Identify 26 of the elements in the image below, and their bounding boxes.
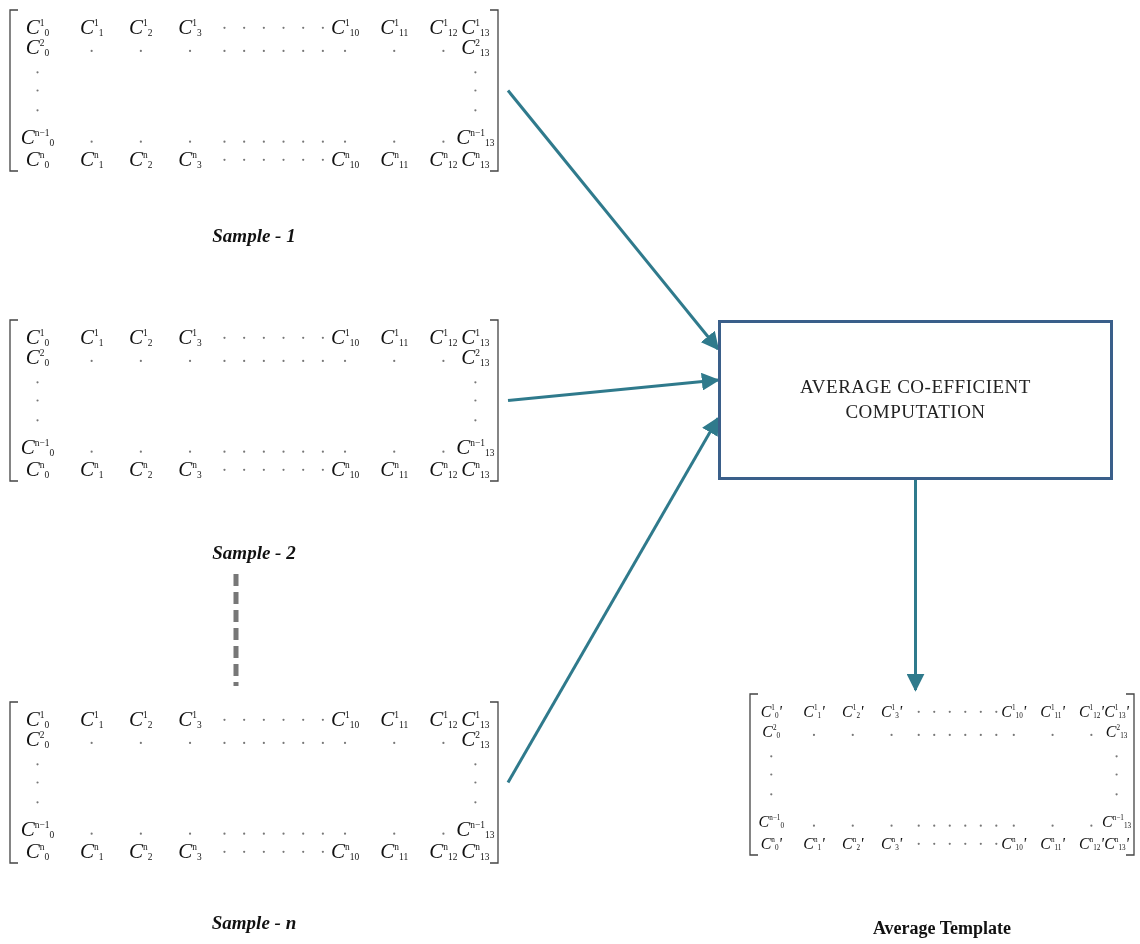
matrix-entry: C$^{1}$$_{10}$' <box>1001 703 1027 721</box>
matrix-entry: C$^{n}$$_{11}$' <box>1040 835 1065 853</box>
matrix-entry: C$^{n}$$_{2}$' <box>842 835 864 853</box>
matrix-entry: C$^{n}$$_{10}$' <box>1001 835 1027 853</box>
matrix-entry: C$^{1}$$_{13}$' <box>1104 703 1130 721</box>
matrix-caption: Sample - 2 <box>212 542 296 564</box>
matrix-entry: C$^{n}$$_{12}$' <box>1078 835 1104 853</box>
process-box <box>718 320 1113 480</box>
matrix-entry: C$^{n}$$_{1}$' <box>803 835 825 853</box>
matrix-entry: C$^{1}$$_{3}$' <box>880 703 903 721</box>
matrix-entry: C$^{n}$$_{0}$' <box>760 835 782 853</box>
matrix-entry: C$^{1}$$_{11}$' <box>1040 703 1065 721</box>
arrow <box>507 372 720 402</box>
matrix-entry: C$^{n}$$_{13}$' <box>1104 835 1130 853</box>
arrow <box>906 480 925 692</box>
arrow <box>506 416 720 784</box>
arrow <box>506 89 720 351</box>
process-label: AVERAGE CO-EFFICIENT COMPUTATION <box>799 375 1032 424</box>
matrix-caption: Average Template <box>872 918 1012 939</box>
matrix-entry: C$^{1}$$_{0}$' <box>760 703 782 721</box>
matrix-entry: C$^{1}$$_{1}$' <box>803 703 825 721</box>
matrix-entry: C$^{1}$$_{12}$' <box>1078 703 1104 721</box>
matrix-entry: C$^{n}$$_{3}$' <box>880 835 903 853</box>
matrix-caption: Sample - n <box>211 912 297 934</box>
matrix-caption: Sample - 1 <box>212 225 296 247</box>
matrix-entry: C$^{1}$$_{2}$' <box>842 703 864 721</box>
